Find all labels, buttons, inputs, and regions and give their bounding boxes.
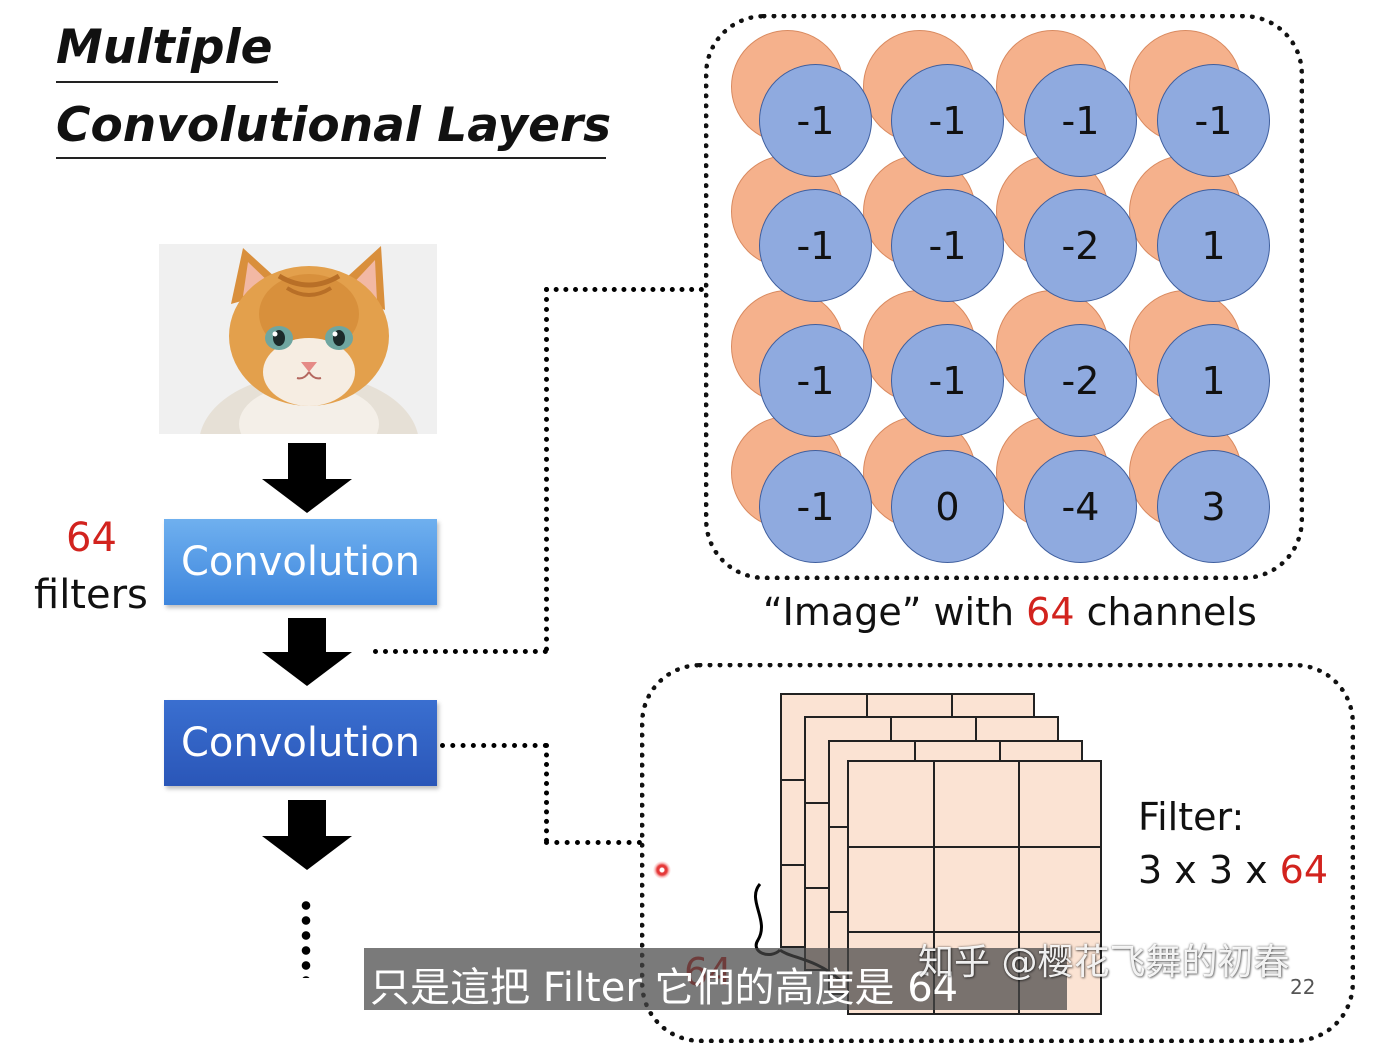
laser-pointer-icon <box>653 861 671 879</box>
title-line-1: Multiple <box>56 20 273 75</box>
channels-count: 64 <box>1026 590 1075 634</box>
channel-value-circle: -1 <box>759 450 872 563</box>
channel-value-circle: -2 <box>1024 189 1137 302</box>
connector-line <box>544 287 549 652</box>
channel-value-circle: -1 <box>1024 64 1137 177</box>
subtitle-bar <box>364 948 1067 1010</box>
filters-count: 64 <box>66 515 117 561</box>
channel-value-circle: 1 <box>1157 189 1270 302</box>
connector-line <box>544 743 549 843</box>
watermark: 知乎 @樱花飞舞的初春 <box>918 942 1290 983</box>
channel-value-circle: -1 <box>1157 64 1270 177</box>
connector-line <box>373 649 548 654</box>
channel-value-circle: -4 <box>1024 450 1137 563</box>
convolution-layer-2: Convolution <box>164 700 437 786</box>
channel-value-circle: -1 <box>891 64 1004 177</box>
channel-value-circle: -1 <box>759 189 872 302</box>
channel-value-circle: -1 <box>891 189 1004 302</box>
channel-value-circle: 0 <box>891 450 1004 563</box>
cat-photo <box>159 244 437 434</box>
connector-line <box>544 287 704 292</box>
channel-value-circle: -1 <box>891 324 1004 437</box>
title-line-2: Convolutional Layers <box>56 98 612 153</box>
channel-image-box <box>704 14 1304 580</box>
filter-label: Filter: <box>1138 795 1245 839</box>
channel-value-circle: -1 <box>759 324 872 437</box>
convolution-layer-1: Convolution <box>164 519 437 605</box>
channel-value-circle: 3 <box>1157 450 1270 563</box>
connector-line <box>440 743 548 748</box>
filter-depth: 64 <box>1279 848 1329 892</box>
kitten-image <box>159 244 437 434</box>
channels-caption: “Image” with 64 channels <box>763 590 1257 634</box>
subtitle-text: 只是這把 Filter 它們的高度是 64 <box>370 965 959 1011</box>
vertical-dots-icon <box>301 898 311 978</box>
title-underline-2 <box>56 157 606 159</box>
filters-label: filters <box>34 572 148 618</box>
title-underline-1 <box>56 81 278 83</box>
channel-value-circle: 1 <box>1157 324 1270 437</box>
channel-value-circle: -1 <box>759 64 872 177</box>
connector-line <box>544 840 642 845</box>
page-number: 22 <box>1290 975 1316 999</box>
filter-dimensions: 3 x 3 x 64 <box>1138 848 1329 892</box>
channel-value-circle: -2 <box>1024 324 1137 437</box>
